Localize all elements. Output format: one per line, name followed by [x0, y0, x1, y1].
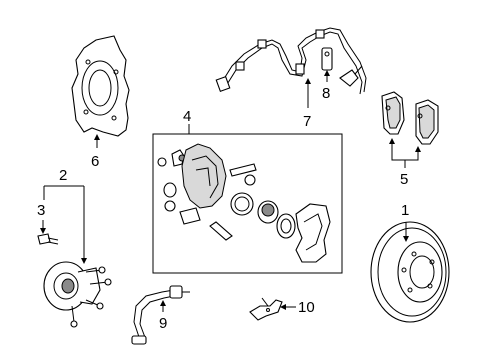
callout-3: 3 — [37, 202, 45, 219]
callout-9: 9 — [159, 315, 167, 332]
arrow-2 — [81, 258, 87, 264]
bracket-clip-icon — [249, 297, 283, 321]
caliper-kit-box — [152, 133, 343, 274]
arrow-5b — [415, 146, 421, 152]
sensor-clip-icon — [321, 47, 333, 71]
brake-hose-icon — [131, 285, 190, 345]
abs-sensor-wire-icon — [215, 27, 367, 95]
callout-2: 2 — [59, 167, 67, 184]
leader-5 — [391, 140, 419, 161]
brake-rotor-icon — [370, 221, 450, 323]
wheel-hub-icon — [43, 261, 112, 328]
splash-shield-icon — [71, 35, 130, 137]
hub-bolt-icon — [37, 233, 59, 245]
arrow-10 — [280, 304, 286, 310]
arrow-7 — [305, 78, 311, 84]
caliper-assembly-icon — [157, 143, 331, 263]
arrow-8 — [324, 70, 330, 76]
brake-pads-icon — [381, 91, 439, 145]
callout-8: 8 — [322, 85, 330, 102]
callout-5: 5 — [400, 171, 408, 188]
callout-1: 1 — [401, 202, 409, 219]
callout-10: 10 — [298, 299, 315, 316]
arrow-9 — [160, 300, 166, 306]
callout-7: 7 — [303, 113, 311, 130]
arrow-1 — [403, 236, 409, 242]
arrow-3 — [40, 228, 46, 234]
callout-4: 4 — [183, 108, 191, 125]
callout-6: 6 — [91, 153, 99, 170]
arrow-6 — [94, 134, 100, 140]
arrow-5a — [389, 138, 395, 144]
